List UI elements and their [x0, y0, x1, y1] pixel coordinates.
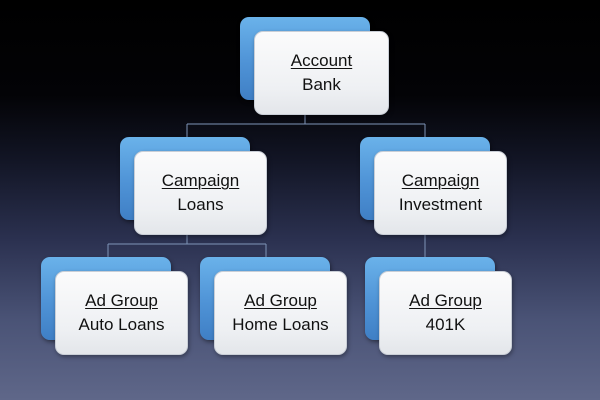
adgroup-401k-card: Ad Group 401K: [379, 271, 512, 355]
campaign-name: Loans: [177, 195, 224, 214]
account-type-label: Account: [290, 51, 353, 70]
account-node: Account Bank: [240, 17, 390, 117]
adgroup-auto-card: Ad Group Auto Loans: [55, 271, 188, 355]
adgroup-type-label: Ad Group: [85, 291, 158, 310]
adgroup-home-card: Ad Group Home Loans: [214, 271, 347, 355]
campaign-node-loans: Campaign Loans: [120, 137, 268, 237]
account-node-card: Account Bank: [254, 31, 389, 115]
adgroup-name: Auto Loans: [78, 315, 165, 334]
adgroup-node-401k: Ad Group 401K: [365, 257, 513, 357]
campaign-investment-card: Campaign Investment: [374, 151, 507, 235]
adgroup-name: Home Loans: [232, 315, 329, 334]
adgroup-node-auto-loans: Ad Group Auto Loans: [41, 257, 189, 357]
campaign-name: Investment: [398, 195, 483, 214]
account-name: Bank: [302, 75, 341, 94]
adgroup-node-home-loans: Ad Group Home Loans: [200, 257, 348, 357]
adgroup-type-label: Ad Group: [409, 291, 482, 310]
campaign-type-label: Campaign: [161, 171, 240, 190]
campaign-loans-card: Campaign Loans: [134, 151, 267, 235]
campaign-node-investment: Campaign Investment: [360, 137, 508, 237]
adgroup-name: 401K: [425, 315, 466, 334]
campaign-type-label: Campaign: [401, 171, 480, 190]
adgroup-type-label: Ad Group: [244, 291, 317, 310]
